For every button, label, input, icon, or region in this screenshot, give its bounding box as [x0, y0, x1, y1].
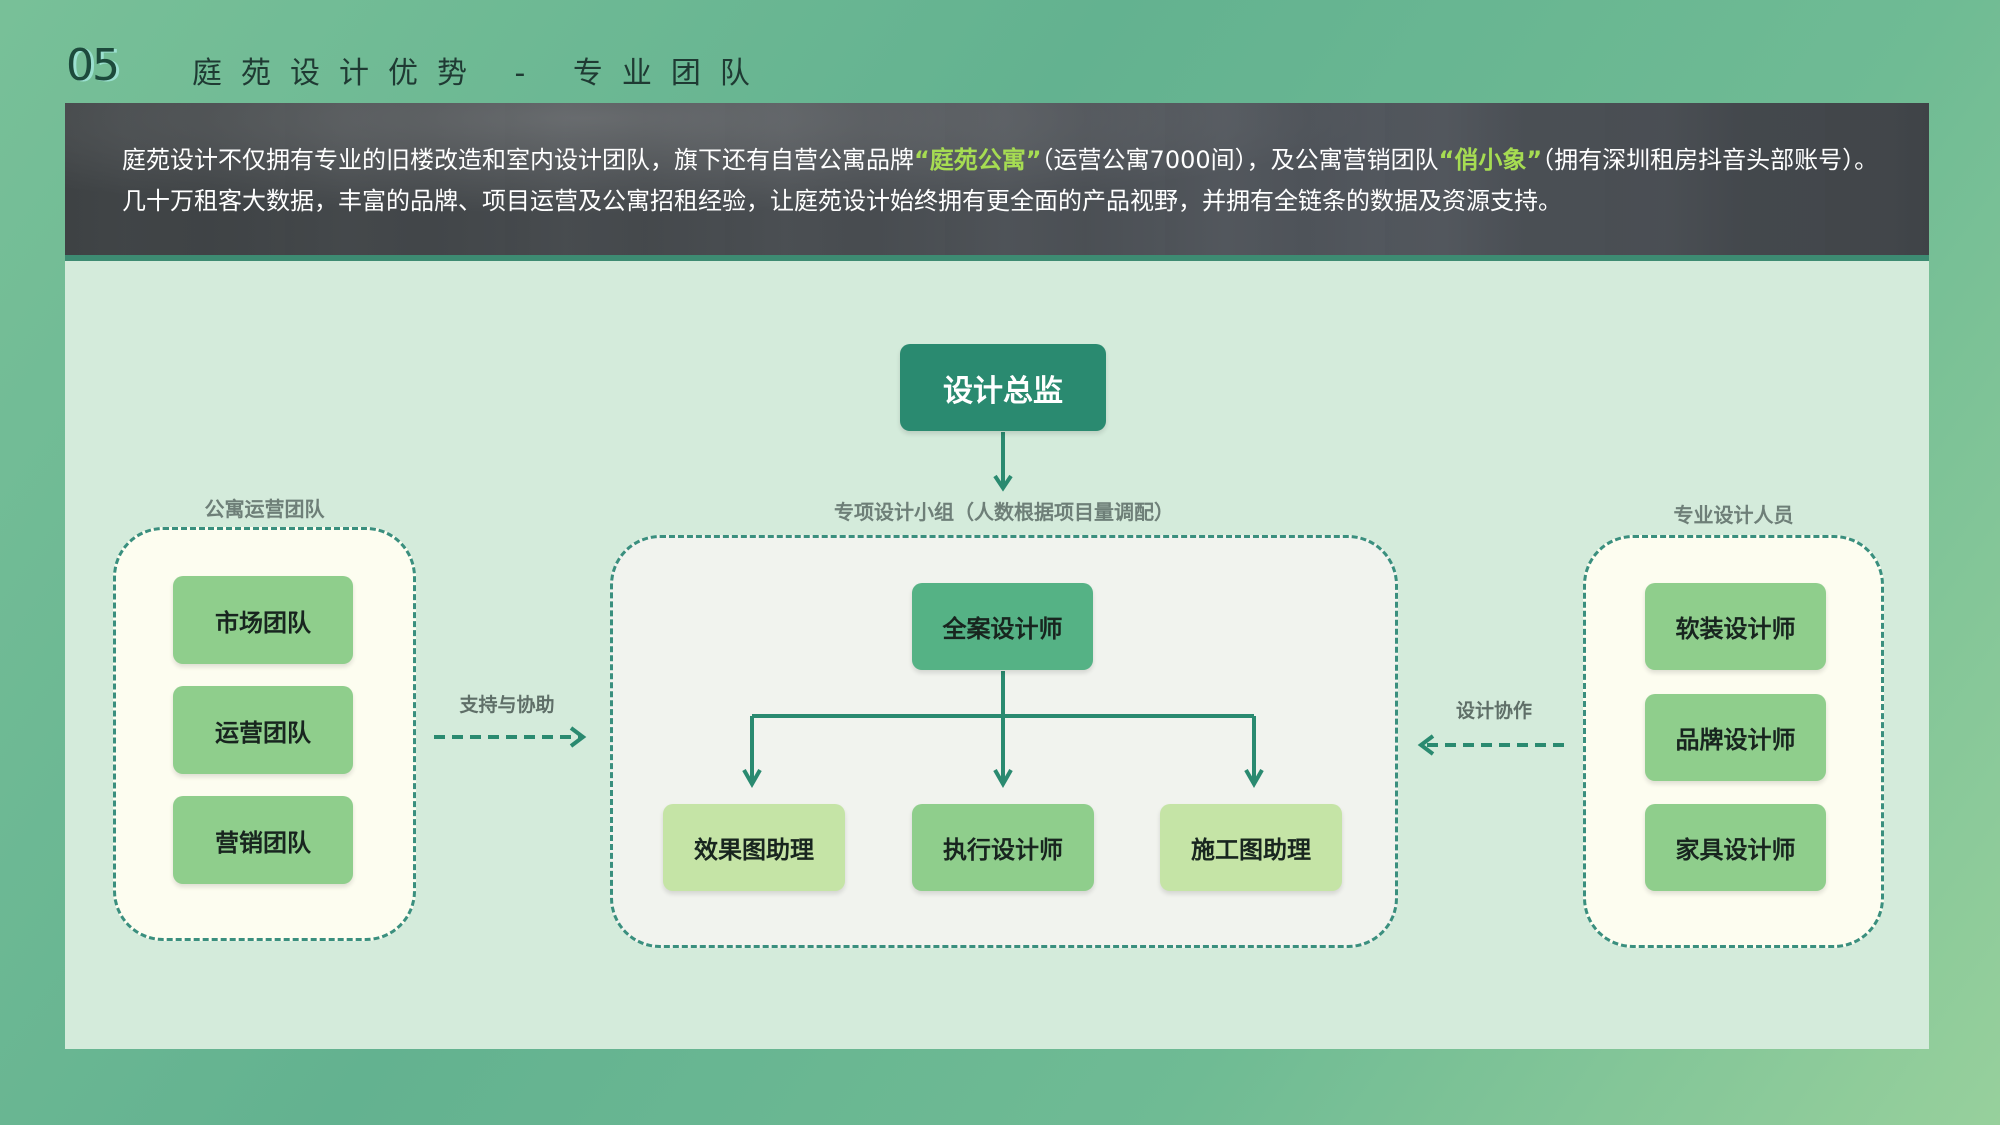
design-team-group-label: 专项设计小组（人数根据项目量调配）	[834, 500, 1174, 524]
intro-text-part-3: （拥有深圳租房抖音头部账号）。几十万租客大数据，丰富的品牌、项目运营及公寓招租经…	[122, 146, 1879, 215]
design-director-node: 设计总监	[900, 344, 1106, 431]
apartment-ops-group-label: 公寓运营团队	[204, 497, 325, 521]
market-team-node: 市场团队	[173, 576, 353, 664]
intro-banner	[65, 103, 1929, 255]
construction-drawing-assistant-node: 施工图助理	[1160, 804, 1342, 891]
brand-highlight-qiaoxiaoxiang: “俏小象”	[1438, 146, 1543, 174]
banner-divider	[65, 255, 1929, 261]
intro-text-part-1: 庭苑设计不仅拥有专业的旧楼改造和室内设计团队，旗下还有自营公寓品牌	[122, 146, 914, 174]
brand-designer-node: 品牌设计师	[1645, 694, 1826, 781]
page-title: 庭苑设计优势 - 专业团队	[192, 56, 769, 91]
collab-arrow-label: 设计协作	[1455, 700, 1532, 722]
branch-left-arrowhead	[742, 769, 762, 789]
director-arrowhead	[993, 474, 1013, 492]
support-arrowhead	[569, 726, 587, 748]
section-number: 05	[66, 40, 120, 91]
collab-arrowhead	[1417, 734, 1435, 756]
executive-designer-node: 执行设计师	[912, 804, 1094, 891]
branch-center-arrowhead	[993, 769, 1013, 789]
render-assistant-node: 效果图助理	[663, 804, 845, 891]
branch-right-arrowhead	[1244, 769, 1264, 789]
operations-team-node: 运营团队	[173, 686, 353, 774]
intro-text-part-2: （运营公寓7000间），及公寓营销团队	[1041, 146, 1439, 174]
furniture-designer-node: 家具设计师	[1645, 804, 1826, 891]
intro-text: 庭苑设计不仅拥有专业的旧楼改造和室内设计团队，旗下还有自营公寓品牌“庭苑公寓”（…	[122, 140, 1902, 222]
support-arrow-label: 支持与协助	[459, 694, 555, 716]
specialist-group-label: 专业设计人员	[1673, 503, 1794, 527]
soft-furnishing-designer-node: 软装设计师	[1645, 583, 1826, 670]
brand-highlight-tingyuan: “庭苑公寓”	[914, 146, 1042, 174]
marketing-team-node: 营销团队	[173, 796, 353, 884]
lead-designer-node: 全案设计师	[912, 583, 1093, 670]
